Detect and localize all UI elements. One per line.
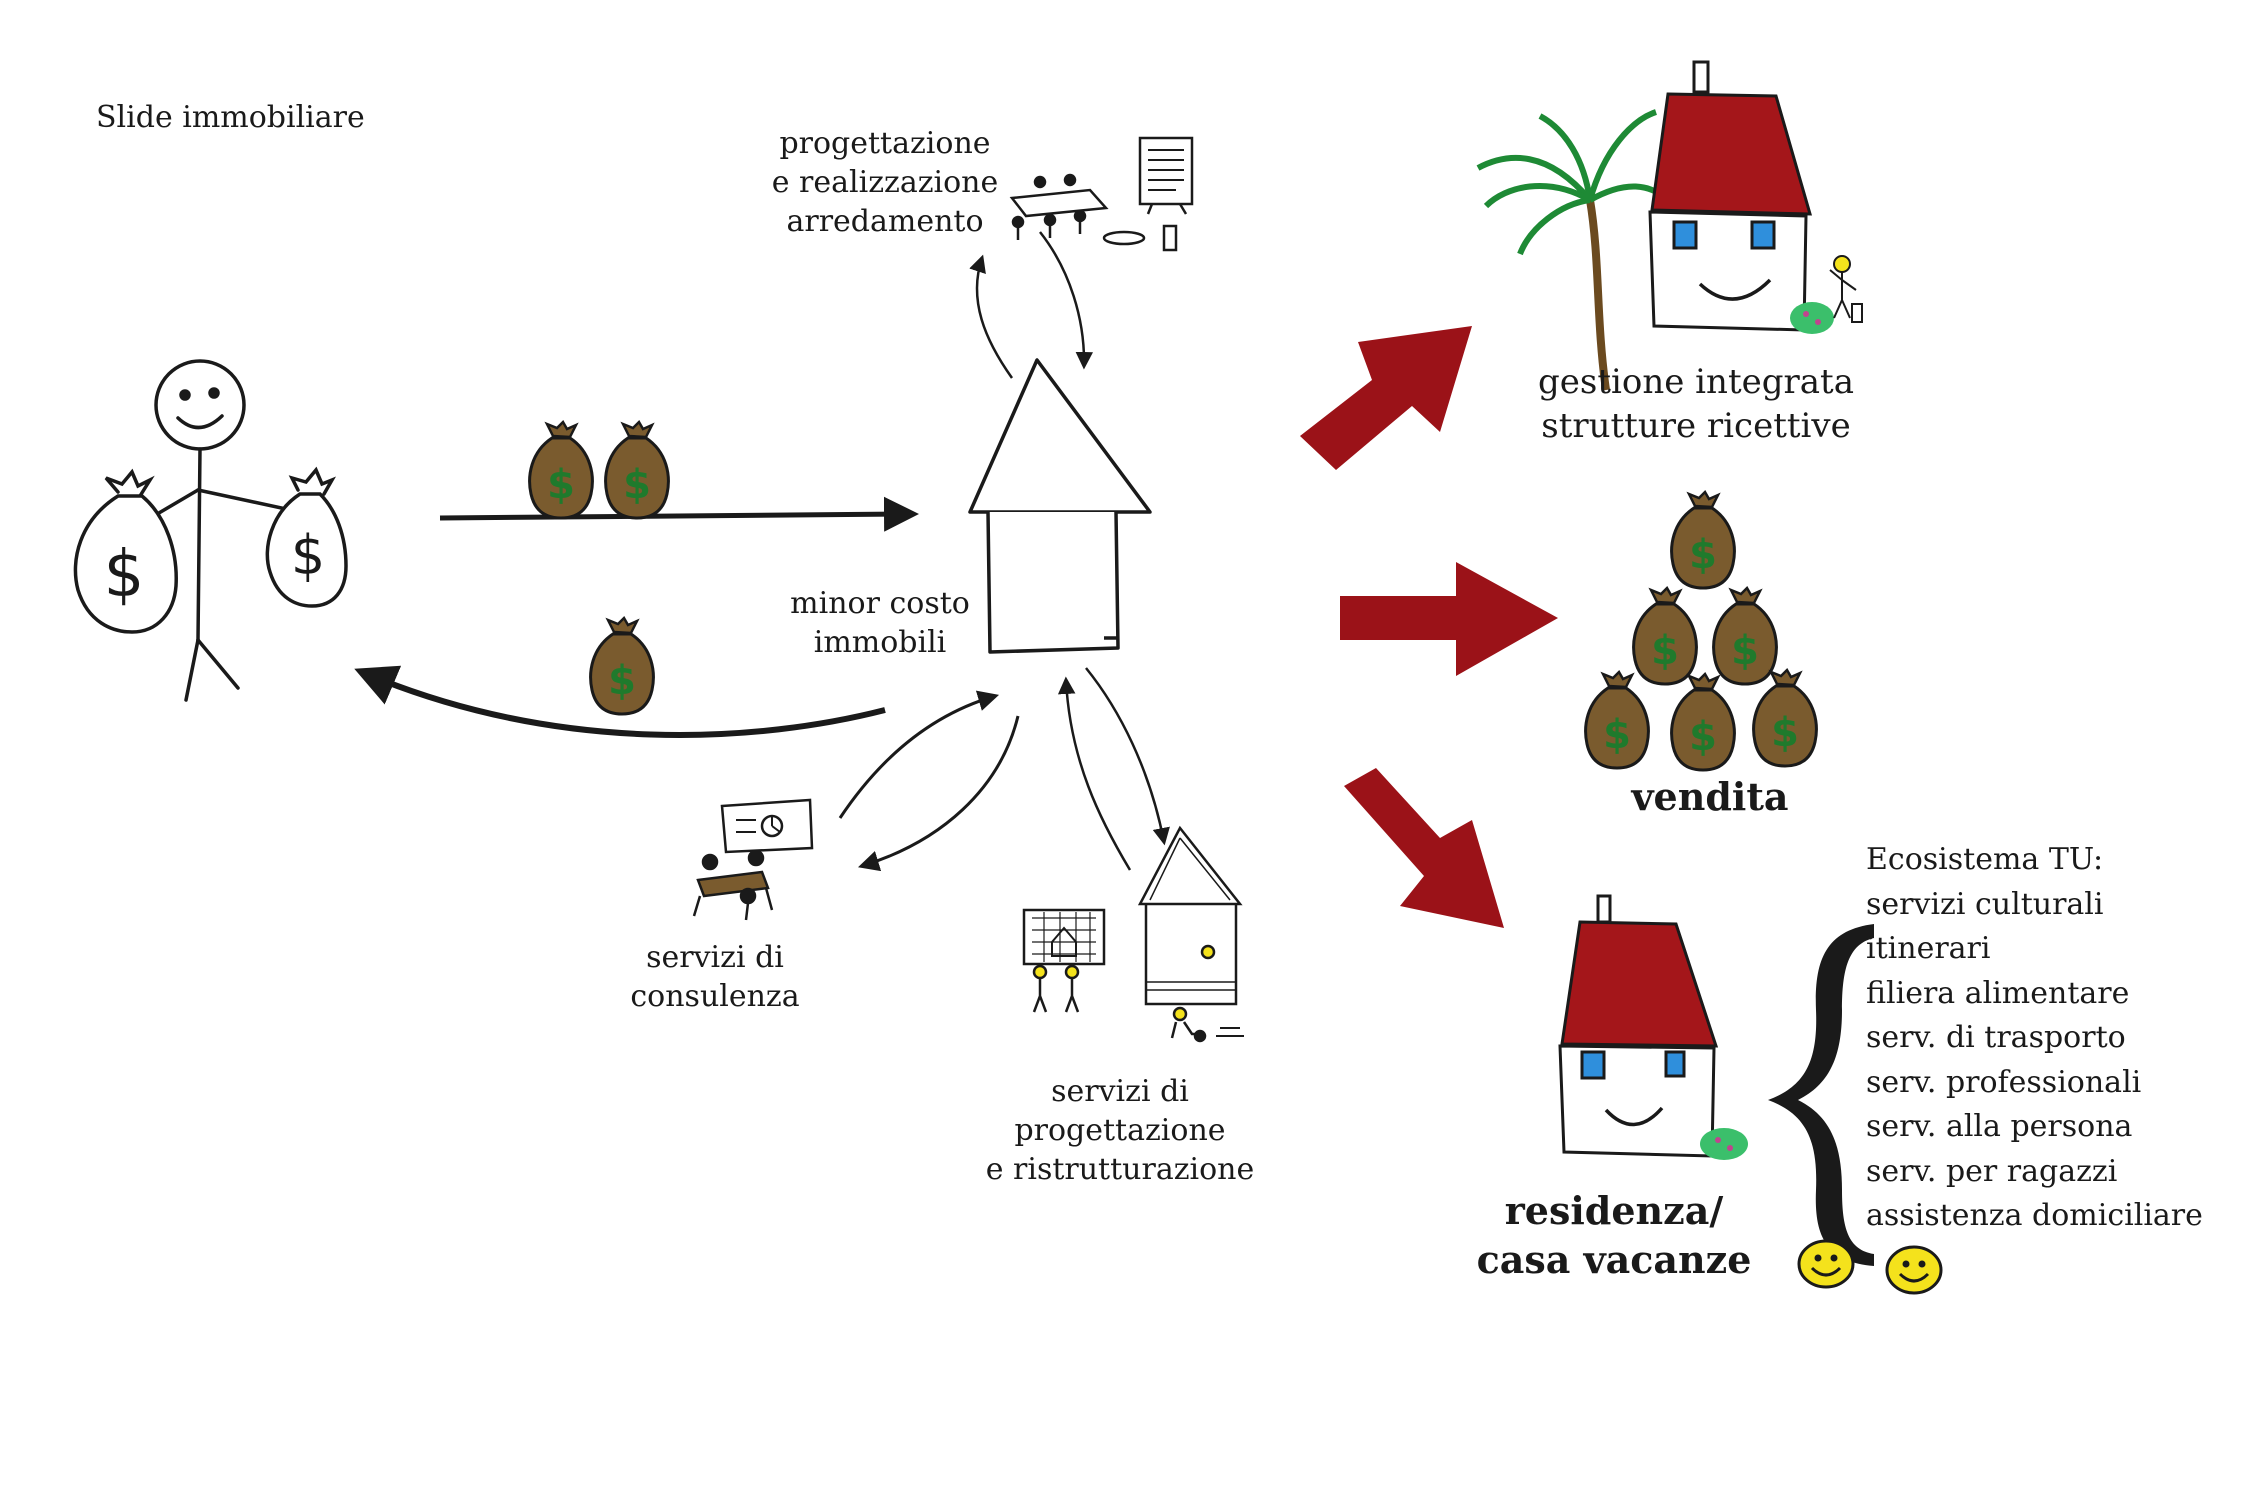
- money-bag-icon: [1752, 668, 1818, 768]
- money-bag-icon: [1670, 490, 1736, 590]
- ecosystem-brace: [1768, 924, 1874, 1266]
- ecosystem-item: serv. professionali: [1866, 1064, 2142, 1100]
- label-gestione-integrata: gestione integrata strutture ricettive: [1538, 362, 1854, 447]
- palm-tree-icon: [1476, 109, 1670, 391]
- central-house-icon: [968, 358, 1152, 654]
- hotel-house-icon: [1648, 60, 1863, 334]
- ecosystem-item: assistenza domiciliare: [1866, 1198, 2203, 1233]
- money-bag-icon: [604, 420, 670, 520]
- investor-stick-figure-icon: $ $: [73, 359, 348, 702]
- arredamento-arrows: [969, 231, 1094, 379]
- money-bag-icon: [1632, 586, 1698, 686]
- money-bag-icon: [589, 616, 655, 716]
- smiley-face-icon: [1797, 1239, 1855, 1289]
- smiley-face-icon: [1885, 1245, 1943, 1295]
- label-minor-costo: minor costo immobili: [790, 586, 970, 660]
- red-arrow-to-gestione: [1300, 326, 1472, 470]
- label-consulenza: servizi di consulenza: [630, 940, 800, 1014]
- ecosystem-item: servizi culturali: [1866, 886, 2104, 922]
- ecosystem-list: Ecosistema TU: servizi culturali itinera…: [1866, 838, 2203, 1239]
- ecosystem-title: Ecosistema TU:: [1866, 842, 2104, 877]
- label-vendita: vendita: [1631, 774, 1789, 819]
- svg-text:$: $: [291, 524, 325, 587]
- money-bag-icon: [1670, 672, 1736, 772]
- label-ristrutturazione: servizi di progettazione e ristrutturazi…: [985, 1074, 1255, 1187]
- label-arredamento: progettazione e realizzazione arredament…: [771, 126, 999, 239]
- ecosystem-item: serv. di trasporto: [1866, 1020, 2126, 1055]
- consulenza-arrows: [838, 690, 1020, 872]
- ecosystem-item: itinerari: [1866, 931, 1991, 966]
- return-arrow: [354, 665, 886, 738]
- ristrutturazione-arrows: [1057, 667, 1170, 871]
- red-arrow-to-vendita: [1340, 562, 1558, 676]
- ecosystem-item: serv. per ragazzi: [1866, 1153, 2118, 1189]
- svg-text:$: $: [104, 538, 145, 612]
- money-bag-icon: [528, 420, 594, 520]
- investment-arrow: [439, 496, 919, 532]
- label-residenza: residenza/ casa vacanze: [1476, 1188, 1752, 1283]
- money-bag-icon: [1584, 670, 1650, 770]
- page-title: Slide immobiliare: [96, 100, 365, 135]
- ecosystem-item: serv. alla persona: [1866, 1109, 2133, 1144]
- holiday-home-icon: [1558, 894, 1748, 1160]
- red-arrow-to-residenza: [1344, 768, 1504, 928]
- money-bag-icon: [1712, 586, 1778, 686]
- ecosystem-item: filiera alimentare: [1866, 975, 2130, 1011]
- consultancy-meeting-icon: [692, 798, 814, 921]
- construction-site-icon: [1022, 825, 1244, 1043]
- meeting-table-icon: [1009, 136, 1194, 252]
